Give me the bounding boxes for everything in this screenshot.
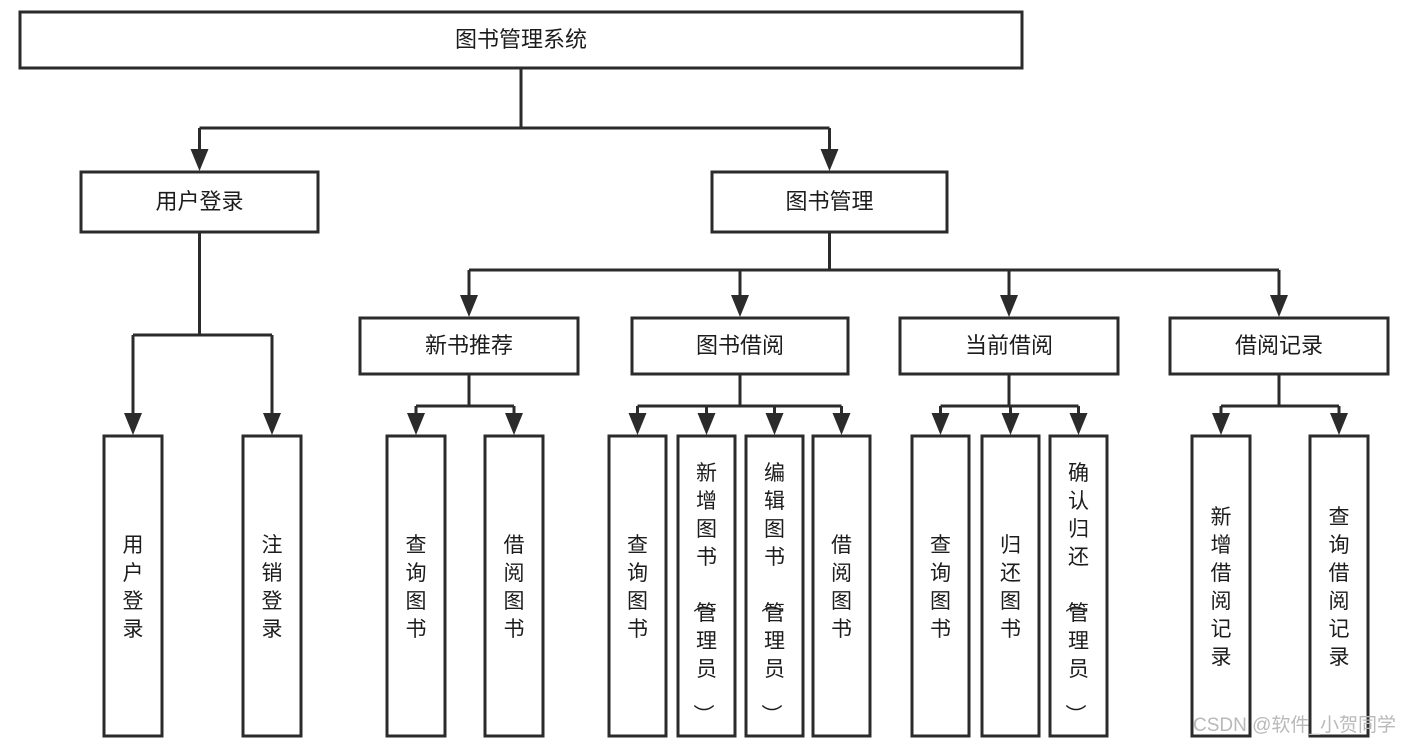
node-label: 新增借阅记录	[1211, 506, 1232, 669]
node-box[interactable]	[630, 316, 850, 376]
node-label: 用户登录	[123, 534, 144, 641]
arrow-head-icon	[407, 413, 425, 435]
leaf-node[interactable]: 用户登录	[102, 434, 164, 738]
arrow-head-icon	[832, 413, 851, 435]
connector-layer	[124, 68, 1348, 435]
node-box[interactable]	[1308, 434, 1370, 738]
arrow-head-icon	[460, 295, 478, 317]
arrow-head-icon	[263, 413, 281, 435]
node-box[interactable]	[102, 434, 164, 738]
leaf-node[interactable]: 借阅图书	[811, 434, 872, 738]
arrow-head-icon	[1330, 413, 1348, 435]
node-box[interactable]	[1048, 434, 1109, 738]
node-box[interactable]	[898, 316, 1120, 376]
arrow-head-icon	[1212, 413, 1230, 435]
node-label: 归还图书	[1000, 534, 1021, 641]
node-label: 图书管理	[785, 189, 873, 214]
level3-node[interactable]: 图书借阅	[630, 316, 850, 376]
node-label: 注销登录	[262, 534, 283, 641]
node-box[interactable]	[79, 170, 320, 234]
arrow-head-icon	[505, 413, 523, 435]
node-box[interactable]	[744, 434, 805, 738]
leaf-node[interactable]: 借阅图书	[483, 434, 545, 738]
leaf-node[interactable]: 新增借阅记录	[1190, 434, 1252, 738]
leaf-node[interactable]: 查询图书	[385, 434, 447, 738]
arrow-head-icon	[765, 413, 784, 435]
node-label: 新增图书（管理员）	[691, 462, 717, 725]
arrow-head-icon	[931, 413, 950, 435]
node-layer: 图书管理系统用户登录图书管理新书推荐图书借阅当前借阅借阅记录用户登录注销登录查询…	[18, 10, 1390, 738]
node-box[interactable]	[607, 434, 668, 738]
node-box[interactable]	[910, 434, 971, 738]
node-box[interactable]	[385, 434, 447, 738]
level2-node[interactable]: 用户登录	[79, 170, 320, 234]
leaf-node[interactable]: 注销登录	[241, 434, 303, 738]
arrow-head-icon	[1069, 413, 1088, 435]
level3-node[interactable]: 借阅记录	[1168, 316, 1390, 376]
leaf-node[interactable]: 查询图书	[910, 434, 971, 738]
node-label: 查询图书	[406, 534, 427, 641]
arrow-head-icon	[820, 149, 839, 171]
leaf-node[interactable]: 新增图书（管理员）	[676, 434, 737, 738]
arrow-head-icon	[124, 413, 142, 435]
arrow-head-icon	[628, 413, 647, 435]
node-label: 用户登录	[155, 189, 243, 214]
root-node-book-management-system[interactable]: 图书管理系统	[18, 10, 1024, 70]
node-label: 确认归还（管理员）	[1063, 462, 1089, 725]
node-box[interactable]	[18, 10, 1024, 70]
arrow-head-icon	[697, 413, 716, 435]
leaf-node[interactable]: 确认归还（管理员）	[1048, 434, 1109, 738]
node-label: 当前借阅	[965, 333, 1053, 358]
node-label: 新书推荐	[425, 333, 513, 358]
node-label: 编辑图书（管理员）	[759, 462, 785, 725]
node-label: 图书管理系统	[455, 27, 587, 52]
node-box[interactable]	[980, 434, 1041, 738]
level2-node[interactable]: 图书管理	[710, 170, 949, 234]
arrow-head-icon	[731, 295, 749, 317]
node-label: 查询图书	[930, 534, 951, 641]
node-box[interactable]	[676, 434, 737, 738]
csdn-watermark: CSDN @软件_小贺同学	[1193, 714, 1396, 736]
node-box[interactable]	[483, 434, 545, 738]
node-box[interactable]	[811, 434, 872, 738]
node-box[interactable]	[710, 170, 949, 234]
node-box[interactable]	[241, 434, 303, 738]
node-label: 借阅图书	[504, 534, 525, 641]
arrow-head-icon	[1270, 295, 1288, 317]
node-box[interactable]	[358, 316, 580, 376]
arrow-head-icon	[190, 149, 209, 171]
leaf-node[interactable]: 归还图书	[980, 434, 1041, 738]
node-box[interactable]	[1190, 434, 1252, 738]
leaf-node[interactable]: 查询借阅记录	[1308, 434, 1370, 738]
node-label: 借阅记录	[1235, 333, 1323, 358]
arrow-head-icon	[1001, 413, 1020, 435]
level3-node[interactable]: 新书推荐	[358, 316, 580, 376]
node-label: 查询图书	[627, 534, 648, 641]
leaf-node[interactable]: 查询图书	[607, 434, 668, 738]
node-label: 图书借阅	[696, 333, 784, 358]
arrow-head-icon	[1000, 295, 1018, 317]
node-label: 查询借阅记录	[1329, 506, 1350, 669]
level3-node[interactable]: 当前借阅	[898, 316, 1120, 376]
leaf-node[interactable]: 编辑图书（管理员）	[744, 434, 805, 738]
node-box[interactable]	[1168, 316, 1390, 376]
node-label: 借阅图书	[831, 534, 852, 641]
